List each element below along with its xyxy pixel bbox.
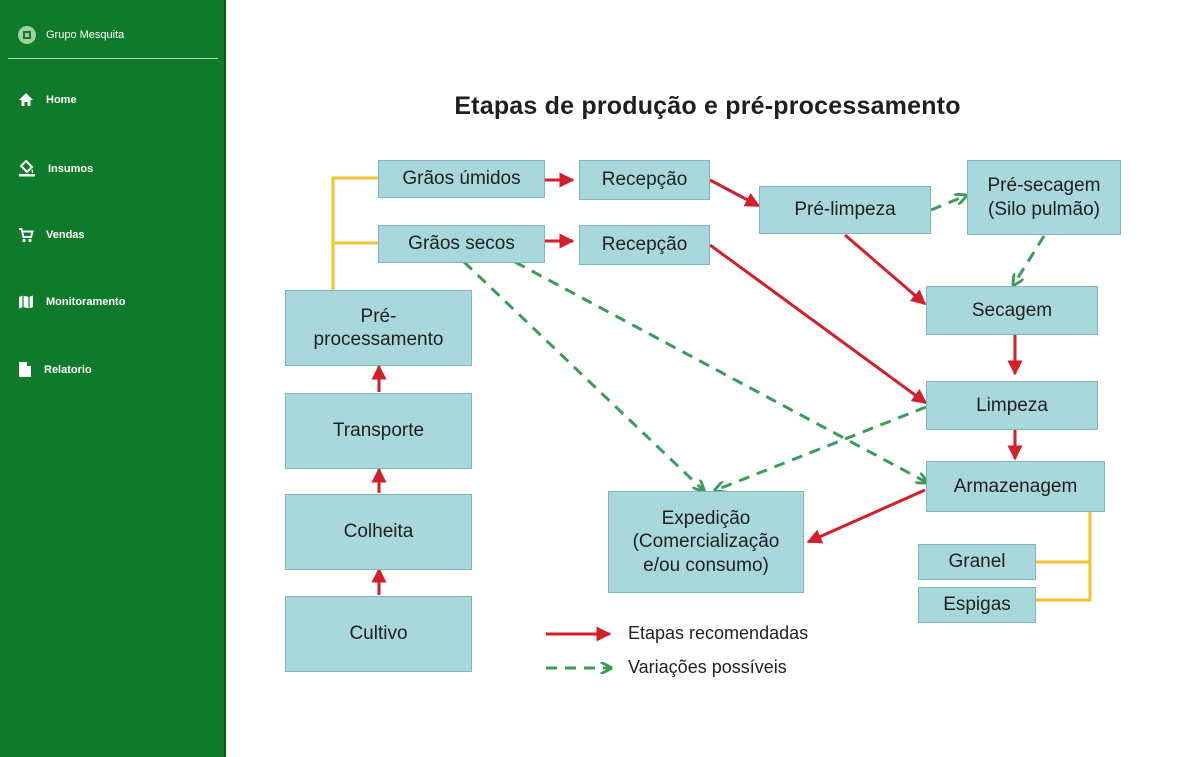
box-pre-secagem: Pré-secagem (Silo pulmão) <box>967 160 1121 235</box>
box-espigas: Espigas <box>918 587 1036 623</box>
diagram-connectors <box>331 172 1092 757</box>
legend-recommended: Etapas recomendadas <box>628 623 809 643</box>
box-graos-secos: Grãos secos <box>378 225 545 263</box>
brand-logo-icon <box>18 26 36 44</box>
box-granel: Granel <box>918 544 1036 580</box>
variation-arrows <box>462 196 1046 490</box>
box-graos-umidos: Grãos úmidos <box>378 160 545 198</box>
sidebar-item-home[interactable]: Home <box>18 92 77 107</box>
box-colheita: Colheita <box>285 494 472 570</box>
box-recepcao-umidos: Recepção <box>579 160 710 200</box>
sidebar-item-label: Monitoramento <box>46 296 126 308</box>
box-expedicao: Expedição (Comercialização e/ou consumo) <box>608 491 804 593</box>
map-icon <box>18 294 34 310</box>
yellow-connector-storage <box>1036 512 1092 602</box>
box-limpeza: Limpeza <box>926 381 1098 430</box>
sidebar-item-insumos[interactable]: Insumos <box>18 160 93 177</box>
box-recepcao-secos: Recepção <box>579 225 710 265</box>
box-cultivo: Cultivo <box>285 596 472 672</box>
box-pre-limpeza: Pré-limpeza <box>759 186 931 234</box>
sidebar-item-label: Relatorio <box>44 363 92 376</box>
paint-bucket-icon <box>18 160 36 177</box>
legend-variations: Variações possíveis <box>628 657 787 677</box>
box-pre-processamento: Pré- processamento <box>285 290 472 366</box>
diagram-title: Etapas de produção e pré-processamento <box>454 92 961 120</box>
sidebar-item-vendas[interactable]: Vendas <box>18 227 85 243</box>
box-armazenagem: Armazenagem <box>926 461 1105 512</box>
brand-name: Grupo Mesquita <box>46 29 125 41</box>
sidebar: Grupo Mesquita Home Insumos Vendas Monit… <box>0 0 226 757</box>
brand[interactable]: Grupo Mesquita <box>18 26 124 44</box>
cart-icon <box>18 227 34 243</box>
box-secagem: Secagem <box>926 286 1098 335</box>
sidebar-divider <box>8 58 218 59</box>
sidebar-item-monitoramento[interactable]: Monitoramento <box>18 294 125 310</box>
main-content: Etapas de produção e pré-processamento <box>228 0 1187 757</box>
box-transporte: Transporte <box>285 393 472 469</box>
sidebar-item-label: Vendas <box>46 229 85 241</box>
sidebar-item-label: Insumos <box>48 162 94 175</box>
sidebar-item-relatorio[interactable]: Relatorio <box>18 361 92 378</box>
home-icon <box>18 92 34 107</box>
file-icon <box>18 361 32 378</box>
yellow-connector-grains <box>331 176 378 290</box>
sidebar-item-label: Home <box>46 93 77 106</box>
recommended-arrows <box>371 172 1023 595</box>
